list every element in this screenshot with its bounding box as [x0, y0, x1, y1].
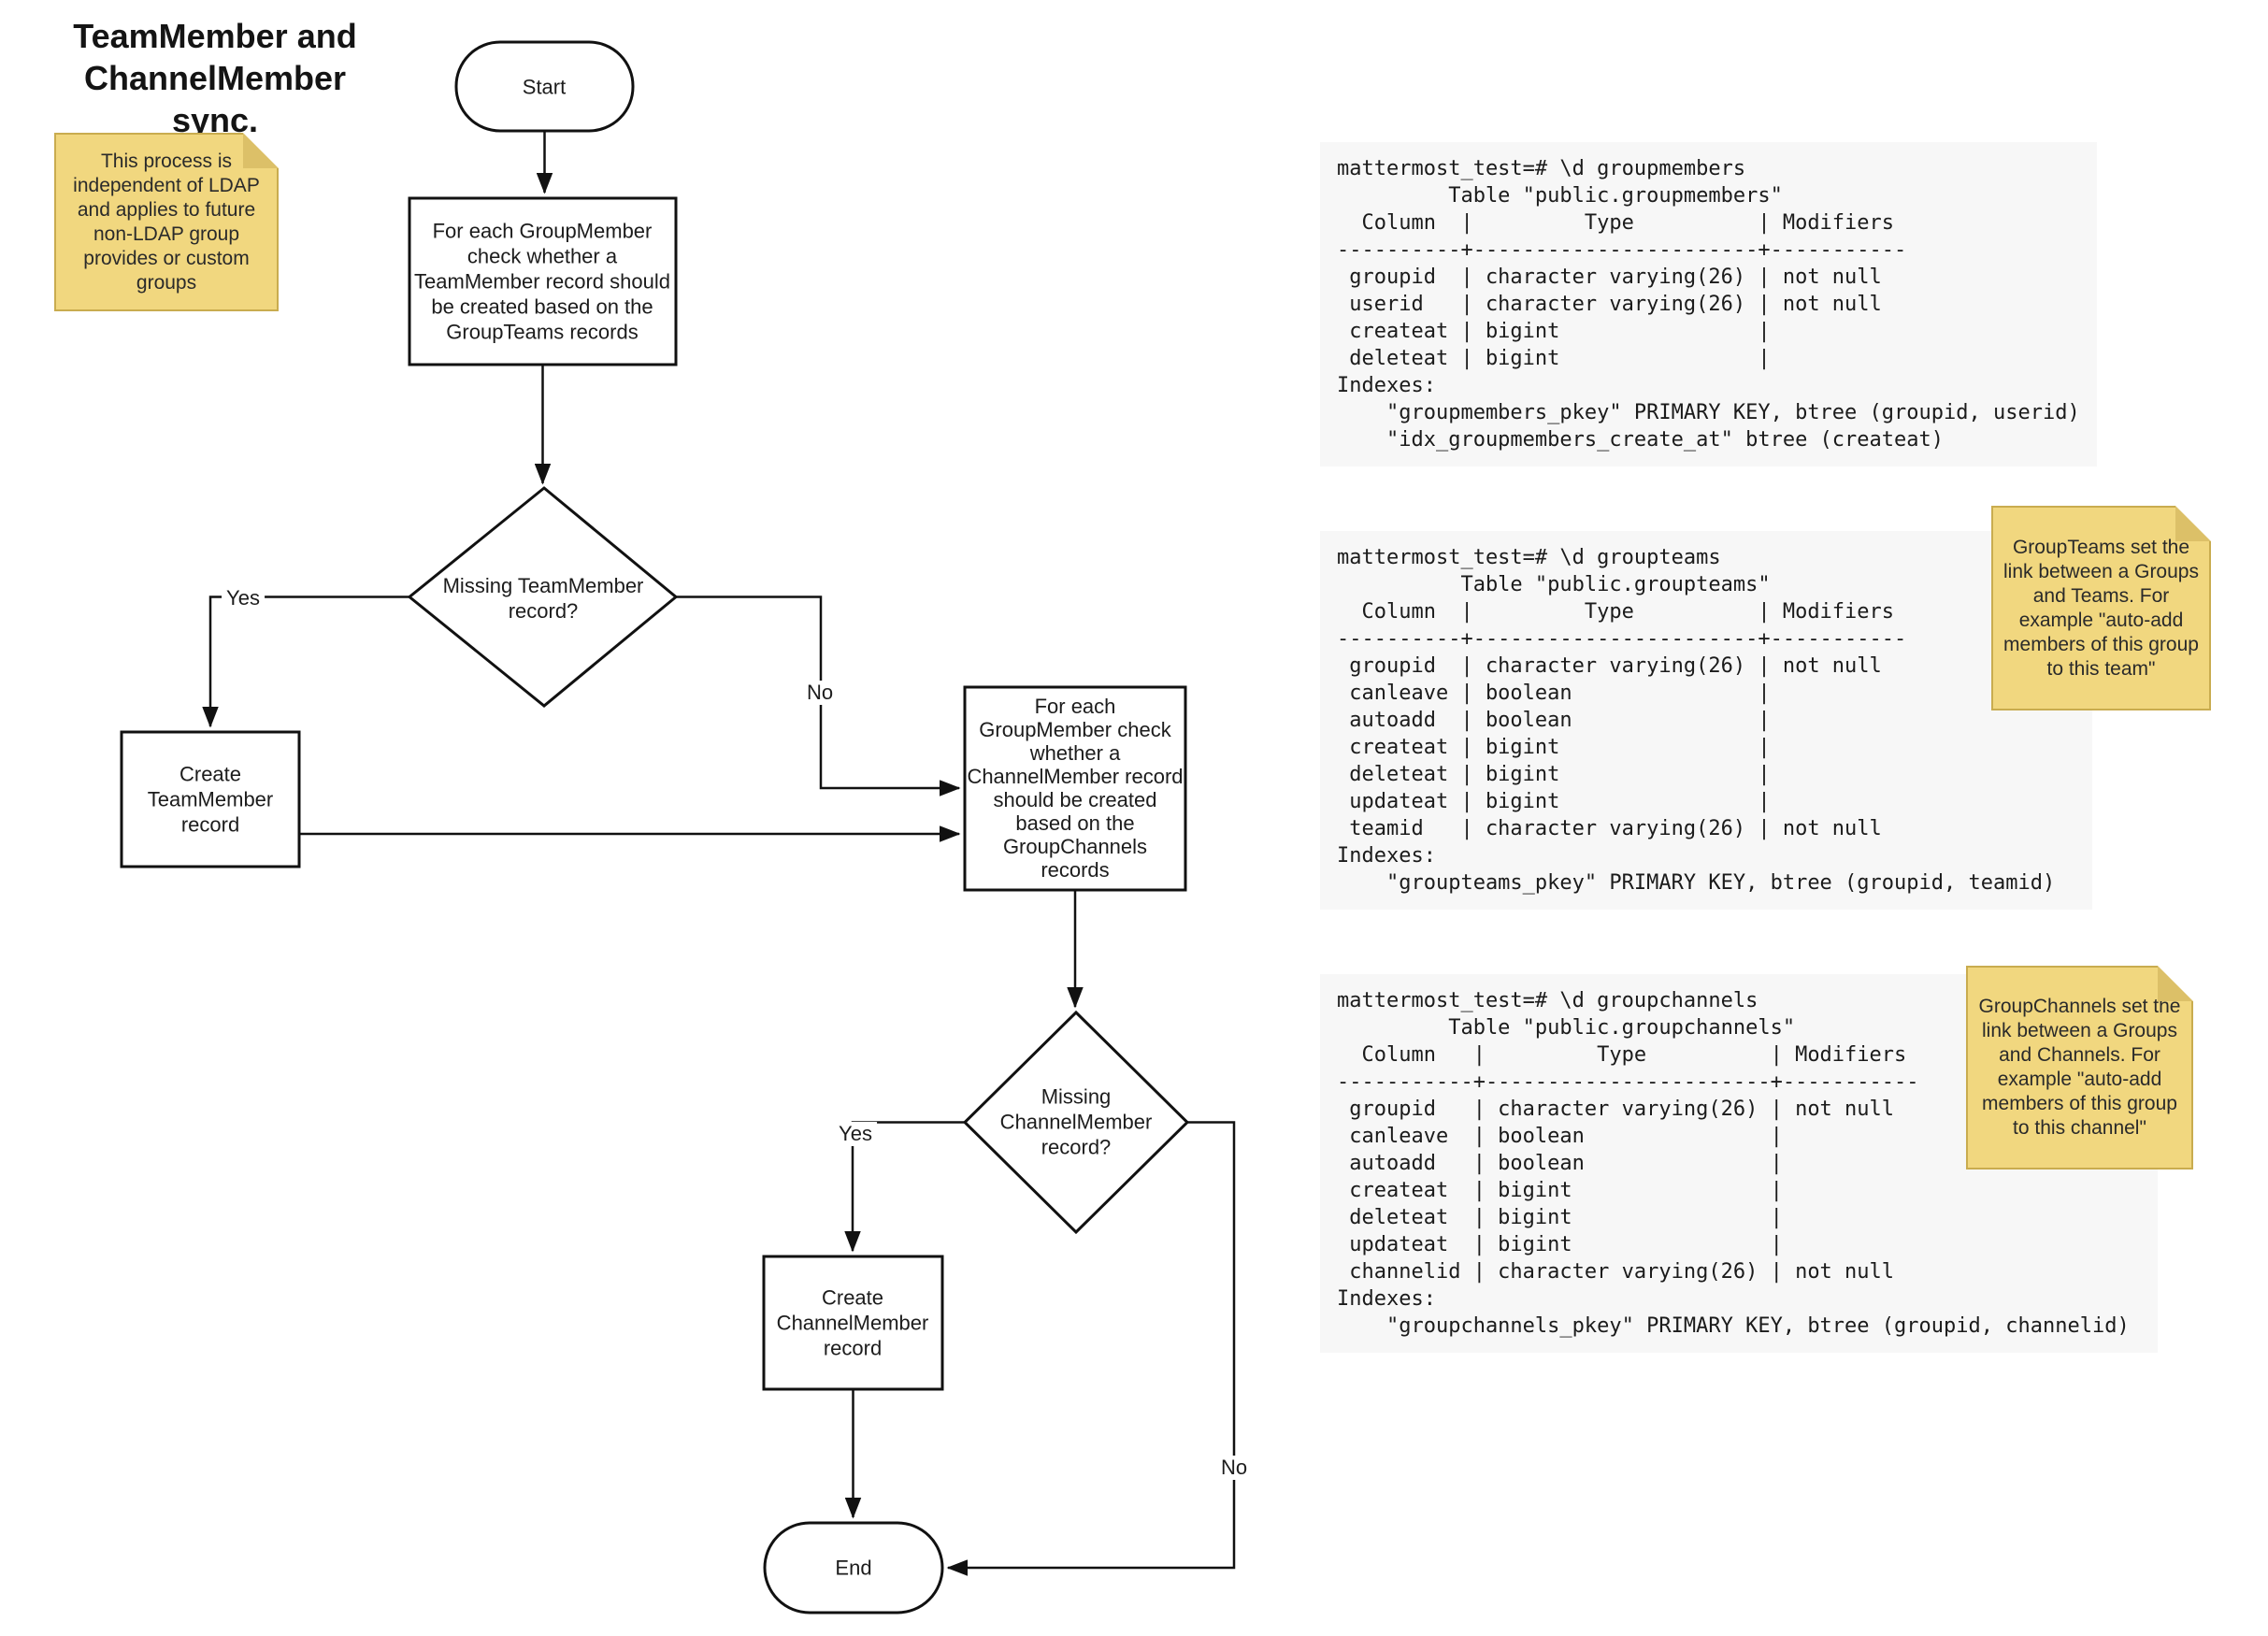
connector-decision-channel-no	[946, 1121, 1236, 1576]
edge-label-yes-team: Yes	[222, 586, 265, 610]
create-team-node	[120, 730, 301, 868]
process-team-node	[408, 196, 678, 366]
process-channel-label: For each GroupMember check whether a Cha…	[967, 695, 1184, 882]
decision-team-label: Missing TeamMember record?	[442, 574, 644, 623]
note-groupteams: GroupTeams set the link between a Groups…	[1991, 506, 2211, 710]
process-channel-node	[963, 685, 1187, 892]
decision-channel-label: Missing ChannelMember record?	[999, 1084, 1153, 1159]
create-channel-label: Create ChannelMember record	[776, 1285, 929, 1360]
note-groupchannels: GroupChannels set the link between a Gro…	[1966, 966, 2193, 1170]
end-node	[763, 1521, 944, 1614]
decision-channel-node	[962, 1010, 1190, 1235]
note-groupchannels-text: GroupChannels set the link between a Gro…	[1978, 996, 2181, 1139]
decision-team-node	[407, 486, 679, 708]
end-label: End	[835, 1556, 872, 1580]
edge-label-no-channel: No	[1215, 1456, 1253, 1480]
edge-label-no-team: No	[801, 681, 839, 705]
note-ldap: This process is independent of LDAP and …	[54, 133, 279, 311]
start-node	[454, 40, 635, 133]
note-groupteams-text: GroupTeams set the link between a Groups…	[2003, 536, 2199, 680]
connector-decision-team-yes	[202, 596, 409, 728]
edge-label-yes-channel: Yes	[834, 1122, 877, 1146]
terminal-groupmembers: mattermost_test=# \d groupmembers Table …	[1320, 142, 2097, 466]
terminal-groupteams: mattermost_test=# \d groupteams Table "p…	[1320, 531, 2092, 910]
create-team-label: Create TeamMember record	[147, 762, 274, 837]
process-team-label: For each GroupMember check whether a Tea…	[414, 219, 670, 344]
start-label: Start	[522, 75, 567, 99]
note-ldap-text: This process is independent of LDAP and …	[73, 150, 260, 294]
page-title: TeamMember and ChannelMember sync.	[73, 17, 357, 139]
create-channel-node	[762, 1255, 944, 1391]
